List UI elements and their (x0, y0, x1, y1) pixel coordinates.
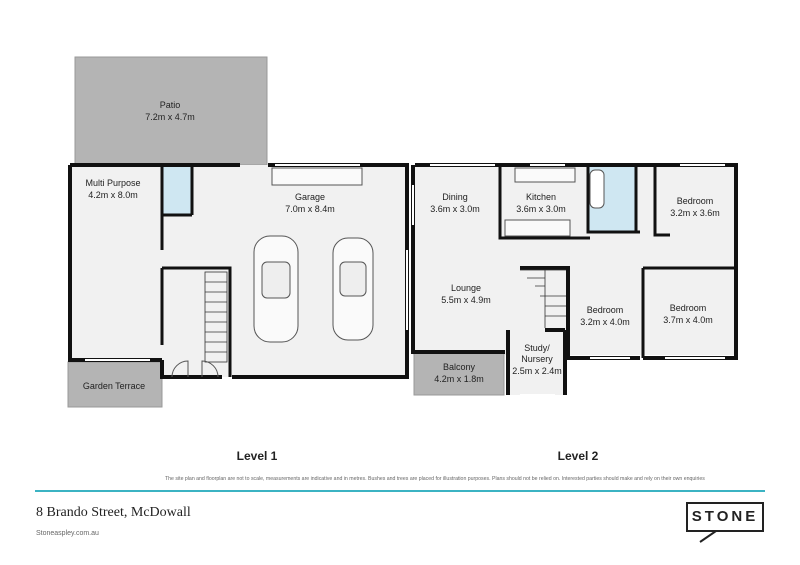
level-2-walls (411, 163, 738, 395)
stairs-1 (204, 271, 228, 363)
balcony-area (413, 351, 505, 396)
level-2-label: Level 2 (558, 449, 599, 463)
car-icon (332, 237, 374, 341)
level-1-windows (85, 164, 408, 361)
garden-terrace-label: Garden Terrace (83, 381, 145, 391)
kitchen-island (504, 219, 571, 237)
patio-area (74, 56, 268, 166)
car-icon (253, 235, 299, 343)
stairs-2 (520, 269, 566, 328)
disclaimer: The site plan and floorplan are not to s… (165, 476, 705, 482)
property-address: 8 Brando Street, McDowall (36, 505, 191, 520)
double-door (171, 360, 219, 378)
bench (271, 167, 363, 186)
bathroom-1 (163, 167, 191, 215)
bathtub-icon (589, 169, 605, 209)
level-2-floor (413, 165, 736, 355)
logo-speech-tail (699, 531, 717, 543)
level-1-label: Level 1 (237, 449, 278, 463)
divider (35, 490, 765, 492)
kitchen-bench (514, 167, 576, 183)
stone-logo: STONE (686, 502, 764, 532)
website-link[interactable]: Stoneaspley.com.au (36, 530, 99, 537)
study-floor (508, 330, 565, 395)
level-2-windows (412, 164, 725, 396)
garden-terrace-area (67, 361, 163, 408)
